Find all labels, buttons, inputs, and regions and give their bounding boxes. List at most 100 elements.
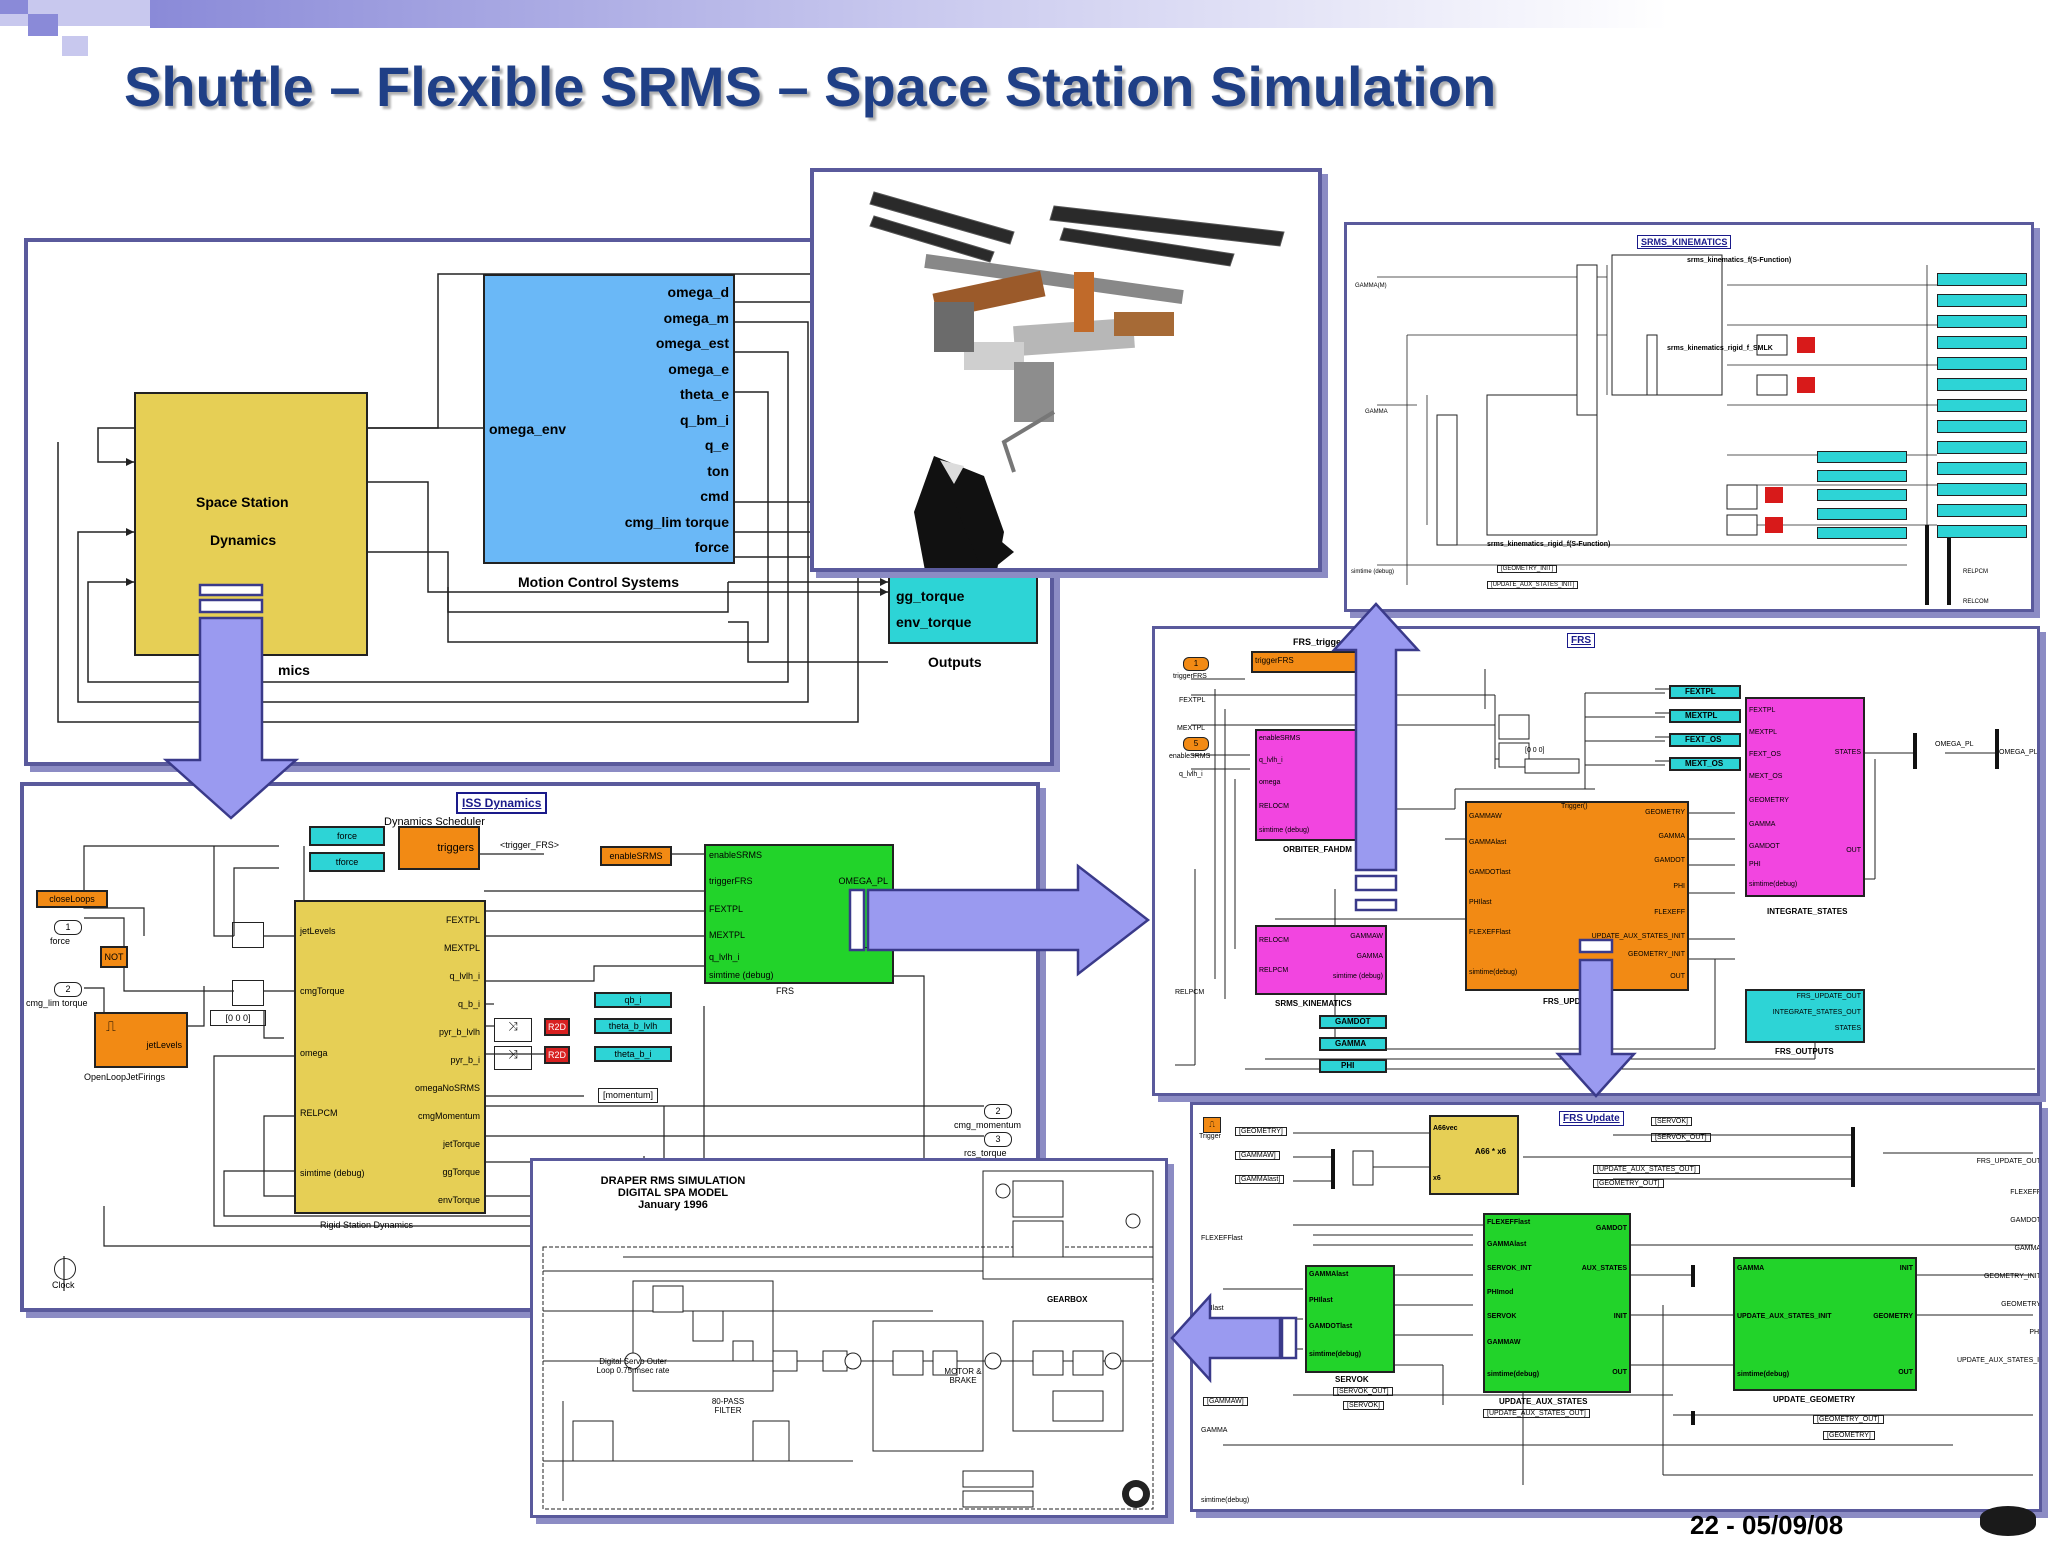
mcs-out-3: omega_e: [668, 360, 729, 377]
a66-in-1: x6: [1433, 1175, 1441, 1182]
frs-in-5: simtime (debug): [709, 970, 774, 980]
geom-in-2: simtime(debug): [1737, 1371, 1790, 1378]
fu-out-7: UPDATE_AUX_STATES_INIT: [1957, 1357, 2042, 1364]
mcs-caption: Motion Control Systems: [518, 574, 680, 590]
orb-in-0: enableSRMS: [1259, 735, 1301, 742]
srms-cyan-column: [1937, 273, 2027, 546]
fu-out-1: FLEXEFF: [2010, 1189, 2041, 1196]
servok-in-1: PHIlast: [1309, 1297, 1333, 1304]
geom-out-1: GEOMETRY: [1873, 1313, 1913, 1320]
inport-1: 1: [54, 920, 82, 935]
goto-theta-b-lvlh: theta_b_lvlh: [594, 1018, 672, 1034]
mcs-out-10: force: [694, 539, 729, 555]
inport-2-label: cmg_lim torque: [26, 998, 88, 1008]
upd-out-4: FLEXEFF: [1654, 909, 1685, 916]
aux-in-1: GAMMAlast: [1487, 1241, 1527, 1248]
aux-in-2: SERVOK_INT: [1487, 1265, 1532, 1272]
frs-trigger-block[interactable]: triggerFRS: [1251, 651, 1363, 673]
tforce-goto-label: tforce: [335, 857, 359, 867]
mcs-out-4: theta_e: [679, 386, 729, 402]
srms-out-1: RELPCM: [1963, 569, 1989, 575]
orb-in-4: simtime (debug): [1259, 827, 1310, 834]
frs-in-label-5: RELPCM: [1175, 989, 1205, 996]
fu-out-2: GAMDOT: [2010, 1217, 2041, 1224]
frs-outputs-caption: FRS_OUTPUTS: [1775, 1047, 1834, 1056]
mcs-out-0: omega_d: [667, 284, 729, 300]
frs-outputs-block[interactable]: FRS_UPDATE_OUT INTEGRATE_STATES_OUT STAT…: [1745, 989, 1865, 1043]
mcs-out-9: cmg_lim torque: [624, 513, 729, 530]
outport-2-label: cmg_momentum: [954, 1120, 1022, 1130]
frsout-2: STATES: [1834, 1025, 1861, 1032]
rsd-in-0: jetLevels: [300, 926, 336, 936]
srms-kinematics-sub-block[interactable]: RELOCM RELPCM GAMMAW GAMMA simtime (debu…: [1255, 925, 1387, 995]
kin-out-0: GAMMAW: [1350, 933, 1383, 940]
int-in-3: MEXT_OS: [1749, 773, 1783, 780]
vector-const: [0 0 0]: [210, 1010, 266, 1026]
enable-srms-label: enableSRMS: [609, 851, 663, 861]
draper-label-motor: MOTOR & BRAKE: [944, 1367, 982, 1385]
fu-tag-11: [SERVOK]: [1343, 1401, 1384, 1410]
draper-label-servo: Digital Servo Outer Loop 0.75 msec rate: [596, 1357, 670, 1375]
update-geometry-block[interactable]: GAMMA UPDATE_AUX_STATES_INIT simtime(deb…: [1733, 1257, 1917, 1391]
rsd-in-2: omega: [300, 1048, 328, 1058]
aux-out-2: INIT: [1613, 1313, 1627, 1320]
orbiter-fahdm-block[interactable]: enableSRMS q_lvlh_i omega RELOCM simtime…: [1255, 729, 1379, 841]
kin-goto-gamdot-label: GAMDOT: [1335, 1017, 1371, 1026]
aux-in-3: PHImod: [1487, 1289, 1514, 1296]
update-aux-states-block[interactable]: FLEXEFFlast GAMMAlast SERVOK_INT PHImod …: [1483, 1213, 1631, 1393]
force-goto-label: force: [336, 831, 357, 841]
rsd-out-1: MEXTPL: [443, 943, 480, 953]
fu-in-2: GAMMA: [1201, 1427, 1228, 1434]
upd-out-0: GEOMETRY: [1645, 809, 1685, 816]
ssd-label-line2: Dynamics: [210, 532, 277, 548]
outputs-caption: Outputs: [928, 654, 982, 670]
mcs-out-7: ton: [707, 462, 729, 479]
openloop-caption: OpenLoopJetFirings: [84, 1072, 166, 1082]
trigger-frs-tag: <trigger_FRS>: [500, 840, 560, 850]
integrate-states-block[interactable]: FEXTPL MEXTPL FEXT_OS MEXT_OS GEOMETRY G…: [1745, 697, 1865, 897]
frs-in-0: enableSRMS: [709, 850, 763, 860]
rsd-out-6: omegaNoSRMS: [414, 1083, 480, 1093]
draper-title-2: DIGITAL SPA MODEL: [617, 1187, 729, 1199]
draper-label-filter: 80-PASS FILTER: [711, 1397, 745, 1415]
servok-block[interactable]: GAMMAlast PHIlast GAMDOTlast simtime(deb…: [1305, 1265, 1395, 1373]
rsd-in-3: RELPCM: [300, 1108, 338, 1118]
space-station-dynamics-block[interactable]: Space Station Dynamics: [134, 392, 368, 656]
aux-caption: UPDATE_AUX_STATES: [1499, 1397, 1588, 1406]
footer-emblem: [1980, 1506, 2036, 1536]
fu-in-0: FLEXEFFlast: [1201, 1235, 1243, 1242]
rigid-station-dynamics-block[interactable]: jetLevels cmgTorque omega RELPCM simtime…: [294, 900, 486, 1214]
motion-control-systems-block[interactable]: omega_env omega_d omega_m omega_est omeg…: [483, 274, 735, 564]
rsd-out-0: FEXTPL: [445, 915, 480, 925]
a66-label: A66 * x6: [1475, 1147, 1507, 1156]
int-in-7: PHI: [1749, 861, 1761, 868]
goto-theta-lvlh-label: theta_b_lvlh: [608, 1021, 658, 1031]
fu-tag-6: [GEOMETRY_OUT]: [1593, 1179, 1664, 1188]
rsd-out-8: jetTorque: [442, 1139, 480, 1149]
triggers-port: triggers: [437, 842, 474, 854]
frs-update-title-box: FRS Update: [1559, 1111, 1624, 1126]
aux-out-1: AUX_STATES: [1581, 1265, 1627, 1272]
swap-block-2: ⤨: [494, 1046, 532, 1070]
srms-block3-label: srms_kinematics_rigid_f(S-Function): [1487, 541, 1611, 548]
close-loops-const: closeLoops: [36, 890, 108, 908]
frs-in-4: q_lvlh_i: [709, 952, 740, 962]
openloop-jet-firings-block[interactable]: jetLevels ⎍: [94, 1012, 188, 1068]
fu-tag-0: [GEOMETRY]: [1235, 1127, 1287, 1136]
frs-block[interactable]: enableSRMS triggerFRS FEXTPL MEXTPL q_lv…: [704, 844, 894, 984]
frs-update-block[interactable]: Trigger() GAMMAW GAMMAlast GAMDOTlast PH…: [1465, 801, 1689, 991]
mcs-out-2: omega_est: [655, 335, 729, 351]
outputs-block[interactable]: rcs_torque gg_torque env_torque: [888, 558, 1038, 644]
geom-out-2: OUT: [1898, 1369, 1913, 1376]
aux-in-4: SERVOK: [1487, 1313, 1517, 1320]
int-in-6: GAMDOT: [1749, 843, 1780, 850]
srms-out-2: RELCOM: [1963, 599, 1989, 605]
orb-in-2: omega: [1259, 779, 1281, 786]
a66-block[interactable]: A66 * x6 A66vec x6: [1429, 1115, 1519, 1195]
dynamics-scheduler-block[interactable]: triggers: [398, 826, 480, 870]
panel-iss-image: [810, 168, 1322, 572]
r2d-block-1: R2D: [544, 1018, 570, 1036]
fu-out-0: FRS_UPDATE_OUT: [1976, 1158, 2041, 1165]
orb-in-3: RELOCM: [1259, 803, 1289, 810]
kin-goto-gamdot: GAMDOT: [1319, 1015, 1387, 1029]
